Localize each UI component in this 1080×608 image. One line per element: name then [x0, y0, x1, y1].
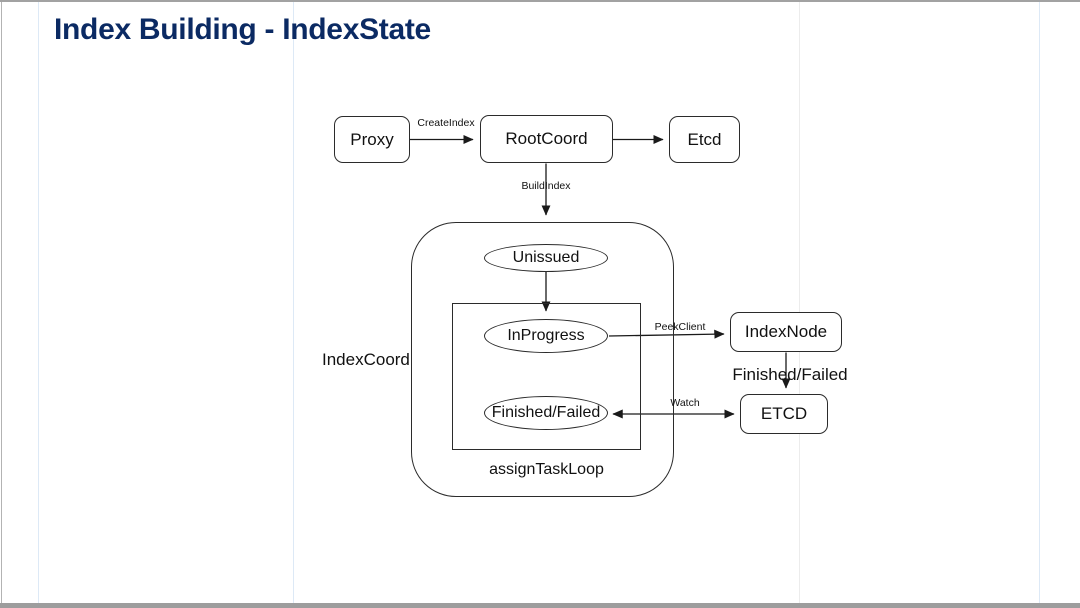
- canvas-bottom-border: [0, 603, 1080, 608]
- page-title: Index Building - IndexState: [54, 13, 431, 46]
- edge-label-peek-client: PeekClient: [654, 321, 706, 333]
- node-etcd-top: Etcd: [669, 116, 740, 163]
- container-assign-task-loop: [452, 303, 641, 450]
- guide-line: [1039, 2, 1040, 603]
- canvas-top-border: [0, 0, 1080, 2]
- state-inprogress-label: InProgress: [507, 327, 585, 344]
- guide-line: [38, 2, 39, 603]
- node-etcd-right-label: ETCD: [760, 404, 808, 423]
- guide-line: [293, 2, 294, 603]
- guide-line: [799, 2, 800, 603]
- node-proxy: Proxy: [334, 116, 410, 163]
- node-etcd-top-label: Etcd: [687, 129, 722, 149]
- state-finished-failed-label: Finished/Failed: [491, 404, 601, 421]
- state-inprogress: InProgress: [484, 319, 608, 353]
- edge-label-create-index: CreateIndex: [417, 117, 475, 129]
- canvas-left-border: [1, 2, 2, 603]
- node-rootcoord-label: RootCoord: [505, 129, 588, 148]
- node-etcd-right: ETCD: [740, 394, 828, 434]
- state-unissued-label: Unissued: [512, 249, 580, 266]
- container-assign-task-loop-label: assignTaskLoop: [489, 461, 604, 478]
- node-indexnode-label: IndexNode: [744, 322, 828, 341]
- container-indexcoord-label: IndexCoord: [322, 350, 410, 369]
- edge-label-finished-failed: Finished/Failed: [732, 365, 848, 384]
- edge-label-watch: Watch: [670, 397, 700, 409]
- node-rootcoord: RootCoord: [480, 115, 613, 163]
- state-finished-failed: Finished/Failed: [484, 396, 608, 430]
- edge-label-build-index: BuildIndex: [521, 180, 571, 192]
- node-indexnode: IndexNode: [730, 312, 842, 352]
- container-indexcoord: [411, 222, 674, 497]
- state-unissued: Unissued: [484, 244, 608, 272]
- node-proxy-label: Proxy: [350, 129, 394, 149]
